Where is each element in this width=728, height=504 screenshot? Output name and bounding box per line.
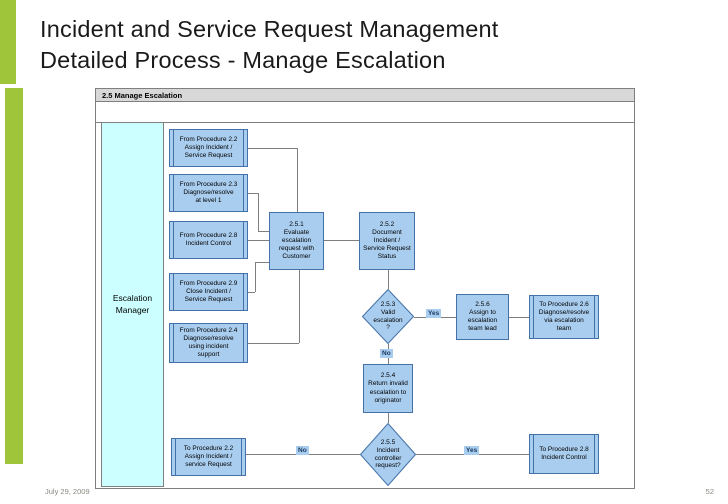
swimlane-escalation-manager: Escalation Manager: [101, 122, 164, 487]
connector-line: [388, 270, 389, 289]
accent-bar-main: [5, 88, 23, 464]
node-from-procedure-2-9: From Procedure 2.9 Close Incident / Serv…: [169, 273, 248, 311]
connector-line: [248, 343, 299, 344]
connector-line: [248, 240, 269, 241]
connector-line: [258, 231, 269, 232]
connector-line: [255, 262, 256, 292]
label-valid-no: No: [380, 349, 393, 358]
connector-line: [248, 292, 255, 293]
connector-line: [248, 193, 258, 194]
node-from-procedure-2-4: From Procedure 2.4 Diagnose/resolve usin…: [169, 323, 248, 363]
node-to-procedure-2-2: To Procedure 2.2 Assign Incident / servi…: [171, 438, 246, 476]
diagram-header: 2.5 Manage Escalation: [96, 89, 634, 102]
label-controller-no: No: [296, 446, 309, 455]
node-from-procedure-2-2: From Procedure 2.2 Assign Incident / Ser…: [169, 129, 248, 167]
node-from-procedure-2-8: From Procedure 2.8 Incident Control: [169, 221, 248, 259]
label-valid-yes: Yes: [426, 309, 442, 318]
diamond-shape: [362, 289, 414, 344]
connector-line: [324, 240, 359, 241]
footer-page-number: 52: [705, 487, 714, 496]
connector-line: [258, 193, 259, 231]
decision-2-5-5-incident-controller: 2.5.5 Incident controller request?: [360, 423, 416, 486]
connector-line: [388, 413, 389, 423]
decision-2-5-5-label: 2.5.5 Incident controller request?: [374, 438, 402, 470]
label-controller-yes: Yes: [464, 446, 480, 455]
node-to-procedure-2-6: To Procedure 2.6 Diagnose/resolve via es…: [529, 295, 599, 339]
node-2-5-6-assign-team-lead: 2.5.6 Assign to escalation team lead: [456, 294, 509, 340]
accent-bar-top: [0, 0, 16, 84]
connector-line: [248, 148, 297, 149]
decision-2-5-3-label: 2.5.3 Valid escalation ?: [373, 300, 403, 332]
connector-line: [297, 148, 298, 212]
flowchart-diagram: 2.5 Manage Escalation Escalation Manager…: [95, 88, 635, 489]
decision-2-5-3-valid-escalation: 2.5.3 Valid escalation ?: [362, 289, 414, 344]
diamond-shape: [360, 423, 416, 486]
footer-date: July 29, 2009: [45, 487, 90, 496]
diagram-subheader-band: [96, 102, 634, 123]
connector-line: [509, 317, 529, 318]
node-2-5-1-evaluate-escalation: 2.5.1 Evaluate escalation request with C…: [269, 212, 324, 270]
connector-line: [299, 270, 300, 343]
node-2-5-2-document-status: 2.5.2 Document Incident / Service Reques…: [359, 212, 415, 270]
node-to-procedure-2-8: To Procedure 2.8 Incident Control: [529, 434, 599, 474]
node-from-procedure-2-3: From Procedure 2.3 Diagnose/resolve at l…: [169, 174, 248, 212]
node-2-5-4-return-invalid: 2.5.4 Return invalid escalation to origi…: [363, 364, 413, 413]
connector-line: [255, 262, 269, 263]
slide-title: Incident and Service Request Management …: [40, 16, 499, 73]
